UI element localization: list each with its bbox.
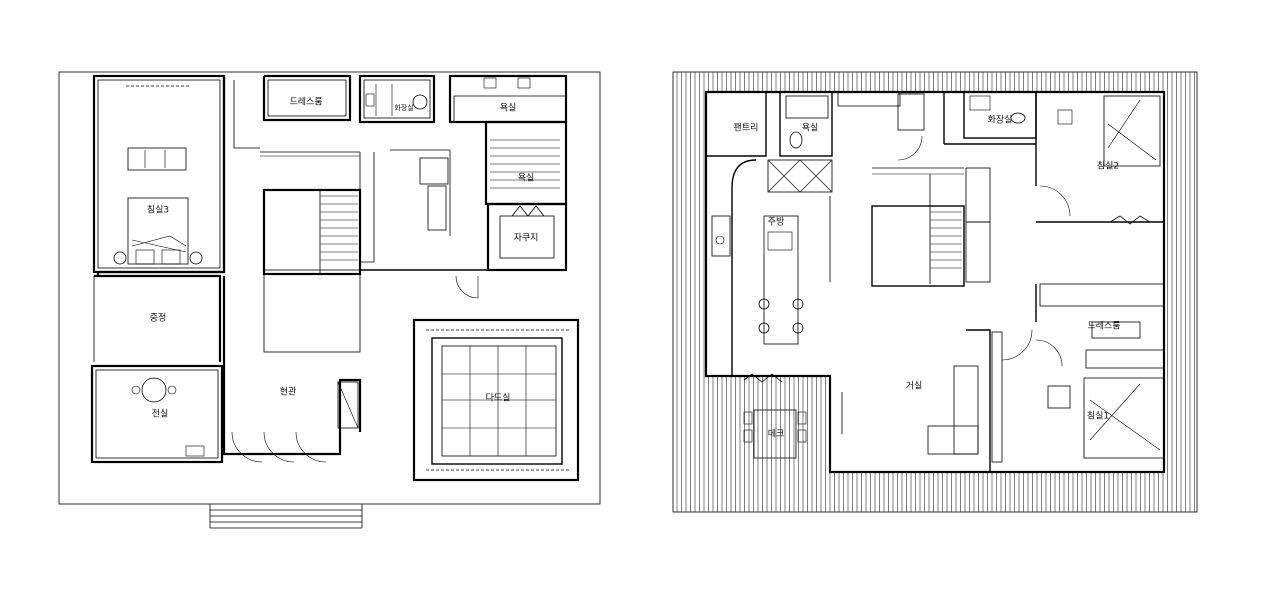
room-label-bedroom3: 침실3 <box>147 205 169 216</box>
bed-icon <box>127 197 189 265</box>
deck-table-icon <box>753 409 797 459</box>
nightstand-icon <box>189 251 203 265</box>
room-label-tearoom: 다도실 <box>486 393 511 404</box>
room-label-courtyard: 중정 <box>150 313 167 324</box>
door-swing-icon <box>455 275 479 299</box>
bed-icon <box>1103 95 1161 167</box>
cooktop-icon <box>767 231 793 251</box>
left-site-boundary <box>58 71 601 505</box>
room-label-deck: 데크 <box>768 429 785 440</box>
toilet-icon <box>412 94 428 110</box>
room-label-jacuzzi: 자쿠지 <box>514 233 539 244</box>
sofa-icon <box>127 147 187 171</box>
main-stair <box>260 151 362 353</box>
room-label-bath2: 욕실 <box>518 173 535 184</box>
room-label-toilet: 화장실 <box>394 103 413 112</box>
room-label-kitchen: 주방 <box>768 217 785 228</box>
shower-steps <box>490 139 560 189</box>
room-label-entrance: 현관 <box>280 387 297 398</box>
room-label-toilet-r: 화장실 <box>988 115 1013 126</box>
sink-icon <box>517 77 531 89</box>
room-label-living: 거실 <box>906 381 923 392</box>
room-label-pantry: 팬트리 <box>734 123 759 134</box>
central-stair <box>871 167 991 287</box>
right-deck-boundary <box>672 71 1198 513</box>
toilet-icon <box>1010 112 1026 124</box>
entry-door-swing-icon <box>231 431 263 463</box>
bathtub-icon <box>785 95 829 119</box>
nightstand-icon <box>113 251 127 265</box>
room-label-bath: 욕실 <box>500 103 517 114</box>
sink-icon <box>483 77 497 89</box>
room-label-sunroom: 전실 <box>152 409 169 420</box>
room-label-dressroom: 드레스룸 <box>289 97 322 108</box>
room-label-bedroom2: 침실2 <box>1097 161 1119 172</box>
round-table-icon <box>141 377 167 403</box>
room-label-dressroom-r: 드레스룸 <box>1087 321 1120 332</box>
sink-icon <box>969 95 991 111</box>
toilet-icon <box>789 131 803 149</box>
right-floor-plan: 팬트리 욕실 화장실 침실2 주방 드레스룸 거실 데크 침실1 <box>672 71 1198 513</box>
left-floor-plan: 침실3 드레스룸 화장실 욕실 욕실 자쿠지 중정 전실 현관 다도실 <box>58 71 601 529</box>
house-footprint <box>704 90 1166 474</box>
kitchen-island <box>763 215 799 345</box>
room-label-bedroom1: 침실1 <box>1087 411 1109 422</box>
bedroom3-room <box>92 74 226 274</box>
tearoom-room <box>412 318 580 482</box>
front-steps <box>209 504 363 529</box>
jacuzzi-tub-icon <box>499 215 555 259</box>
room-label-bath-r: 욕실 <box>802 123 819 134</box>
